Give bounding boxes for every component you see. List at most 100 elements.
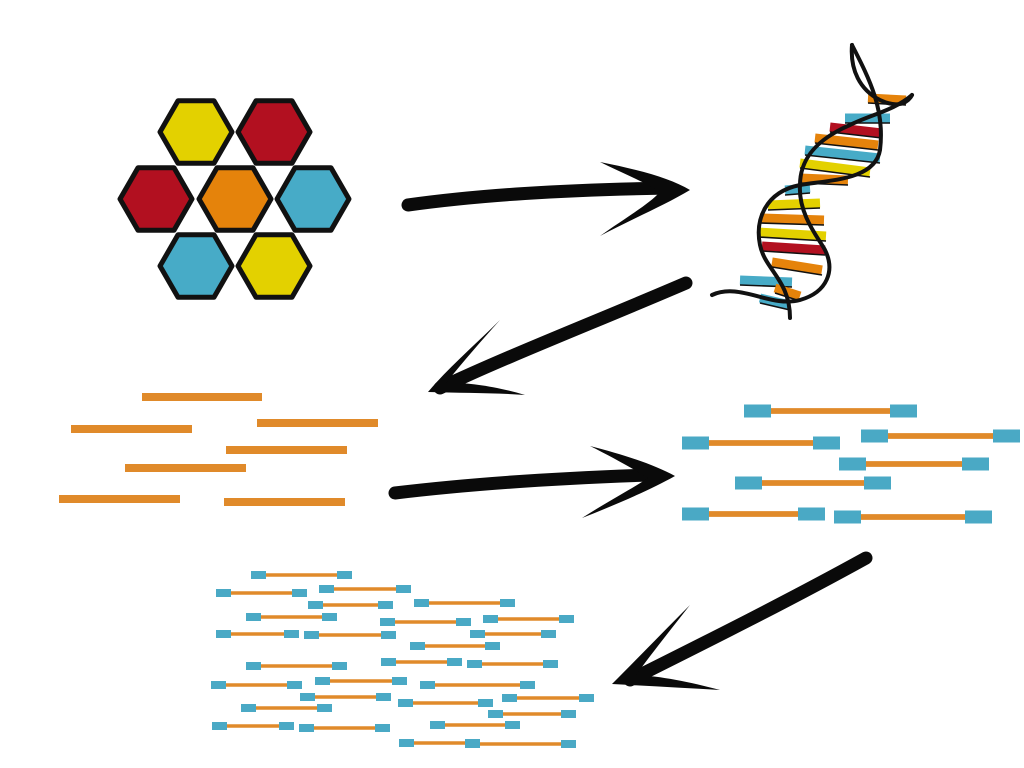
adapter-right [543, 660, 558, 668]
arrow-cells-to-dna [401, 162, 690, 236]
adapter-right [292, 589, 307, 597]
adapter-right [378, 601, 393, 609]
adapter-left [381, 658, 396, 666]
adapter-right [505, 721, 520, 729]
adapter-right [337, 571, 352, 579]
adapter-right [541, 630, 556, 638]
adapter-right [447, 658, 462, 666]
arrow-adapters-to-library [612, 551, 873, 690]
adapter-right [579, 694, 594, 702]
base-pair-outline [784, 192, 811, 196]
arrow-fragments-to-adapters [388, 446, 675, 518]
base-pair [804, 145, 881, 163]
dna-fragments-icon [59, 393, 378, 506]
base-pair-outline [771, 266, 823, 276]
base-pair-outline [804, 154, 881, 164]
adapter-right [381, 631, 396, 639]
adapter-left [308, 601, 323, 609]
adapter-left [682, 436, 709, 450]
adapter-left [744, 404, 771, 418]
adapter-right [559, 615, 574, 623]
adapter-left [420, 681, 435, 689]
adapter-left [834, 510, 861, 524]
adapter-right [332, 662, 347, 670]
adapter-right [798, 507, 825, 521]
adapter-right [478, 699, 493, 707]
adapter-right [561, 710, 576, 718]
adapter-left [212, 722, 227, 730]
cell-hexagon [235, 232, 313, 300]
adapter-left [246, 662, 261, 670]
adapter-right [965, 510, 992, 524]
adapter-right [322, 613, 337, 621]
adapter-left [304, 631, 319, 639]
cell-hexagon [157, 232, 235, 300]
adapter-left [251, 571, 266, 579]
dna-backbone-strand-b [710, 93, 914, 304]
adapter-fragments-icon [682, 404, 1020, 524]
cell-hexagon [117, 165, 195, 233]
adapter-left [430, 721, 445, 729]
library-fragments-icon [211, 571, 594, 748]
adapter-right [392, 677, 407, 685]
adapter-right [485, 642, 500, 650]
adapter-left [399, 739, 414, 747]
adapter-left [211, 681, 226, 689]
adapter-right [890, 404, 917, 418]
adapter-right [317, 704, 332, 712]
adapter-left [398, 699, 413, 707]
adapter-right [375, 724, 390, 732]
base-pair [771, 257, 823, 275]
base-pair-outline [767, 207, 821, 211]
adapter-right [456, 618, 471, 626]
cell-hexagon [274, 165, 352, 233]
adapter-left [465, 740, 480, 748]
adapter-left [216, 630, 231, 638]
adapter-left [735, 476, 762, 490]
base-pair [829, 122, 883, 138]
base-pair-outline [759, 222, 825, 226]
base-pair-outline [814, 142, 879, 151]
adapter-right [500, 599, 515, 607]
cell-hexagon [157, 98, 235, 166]
adapter-left [300, 693, 315, 701]
adapter-right [376, 693, 391, 701]
adapter-left [839, 457, 866, 471]
hexagon-cells-icon [117, 98, 352, 300]
base-pair [739, 275, 793, 287]
base-pair-outline [761, 250, 826, 256]
adapter-right [279, 722, 294, 730]
cell-hexagon [235, 98, 313, 166]
base-pair [799, 158, 871, 177]
adapter-left [299, 724, 314, 732]
base-pair [759, 213, 825, 225]
adapter-right [561, 740, 576, 748]
adapter-right [396, 585, 411, 593]
base-pair [761, 241, 826, 255]
adapter-left [861, 429, 888, 443]
process-arrows [388, 162, 873, 690]
adapter-right [287, 681, 302, 689]
adapter-left [682, 507, 709, 521]
adapter-right [520, 681, 535, 689]
adapter-right [993, 429, 1020, 443]
dna-double-helix-icon [710, 43, 914, 320]
adapter-left [470, 630, 485, 638]
base-pair-outline [829, 131, 883, 139]
adapter-right [284, 630, 299, 638]
adapter-left [380, 618, 395, 626]
adapter-left [315, 677, 330, 685]
adapter-left [410, 642, 425, 650]
cell-hexagon [196, 165, 274, 233]
adapter-left [216, 589, 231, 597]
adapter-left [414, 599, 429, 607]
adapter-left [467, 660, 482, 668]
adapter-left [319, 585, 334, 593]
base-pair-outline [757, 236, 827, 242]
adapter-left [483, 615, 498, 623]
arrow-dna-to-fragments [428, 276, 693, 395]
adapter-left [241, 704, 256, 712]
dna-backbone-strand-c [756, 43, 883, 320]
